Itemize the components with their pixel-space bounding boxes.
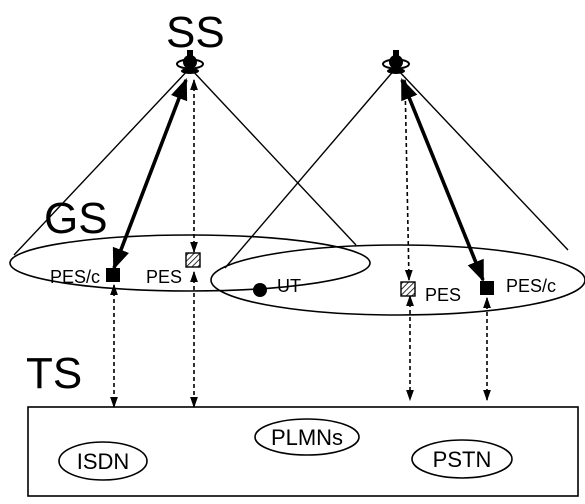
solid-square-icon [480, 281, 494, 295]
satellite-icon [382, 50, 410, 74]
solid-dot-icon [253, 283, 267, 297]
satellite-icon [176, 50, 204, 74]
pstn-network-label: PSTN [433, 447, 492, 472]
right-pes-label: PES [425, 285, 461, 305]
ground-segment-label: GS [44, 194, 108, 243]
plmns-network-label: PLMNs [271, 425, 343, 450]
right-satellite-to-pes-link [401, 78, 413, 282]
hatched-square-icon [400, 281, 416, 297]
pstn-network-ellipse [411, 439, 513, 479]
isdn-network-ellipse [58, 441, 148, 481]
left-coverage-ellipse [9, 234, 371, 292]
terrestrial-network-box [27, 406, 579, 497]
isdn-network-label: ISDN [77, 449, 130, 474]
left-pes-c-label: PES/c [50, 267, 100, 287]
right-satellite-to-pes-c-link [400, 77, 485, 283]
left-pes-label: PES [146, 267, 182, 287]
left-satellite-to-pes-c-link [112, 77, 188, 271]
user-terminal-label: UT [277, 276, 301, 296]
right-pes-c-label: PES/c [506, 276, 556, 296]
solid-square-icon [106, 268, 120, 282]
terrestrial-segment-label: TS [26, 349, 82, 398]
space-segment-label: SS [166, 8, 225, 57]
right-coverage-ellipse [210, 244, 585, 316]
plmns-network-ellipse [254, 418, 360, 456]
hatched-square-icon [185, 252, 201, 268]
